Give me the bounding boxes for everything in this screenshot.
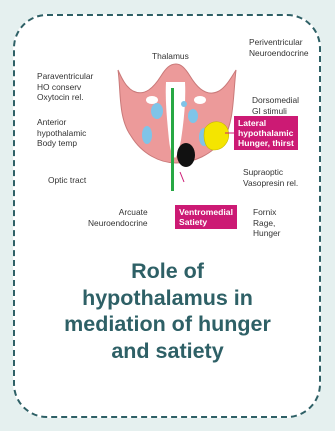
nucleus-paraventricular — [151, 103, 163, 119]
label-anterior: Anterior hypothalamic Body temp — [37, 117, 86, 149]
callout-ventromedial: Ventromedial Satiety — [175, 205, 237, 229]
nucleus-dorsomedial — [188, 109, 198, 123]
label-thalamus: Thalamus — [152, 51, 189, 62]
nucleus-small — [181, 101, 187, 107]
nucleus-anterior — [142, 126, 152, 144]
callout-lateral-hypothalamic: Lateral hypothalamic Hunger, thirst — [234, 116, 298, 150]
ventricle-right — [194, 96, 206, 104]
label-paraventricular: Paraventricular HO conserv Oxytocin rel. — [37, 71, 93, 103]
label-supraoptic: Supraoptic Vasopresin rel. — [243, 167, 298, 188]
ventricle-left — [146, 96, 158, 104]
ventromedial-pointer — [180, 172, 184, 182]
page-title: Role of hypothalamus in mediation of hun… — [30, 258, 305, 364]
label-optic-tract: Optic tract — [48, 175, 86, 186]
lateral-area — [204, 122, 229, 150]
label-dorsomedial: Dorsomedial GI stimuli — [252, 95, 299, 116]
label-fornix: Fornix Rage, Hunger — [253, 207, 280, 239]
label-periventricular: Periventricular Neuroendocrine — [249, 37, 309, 58]
fornix — [177, 143, 195, 167]
label-arcuate: Arcuate Neuroendocrine — [88, 207, 148, 228]
